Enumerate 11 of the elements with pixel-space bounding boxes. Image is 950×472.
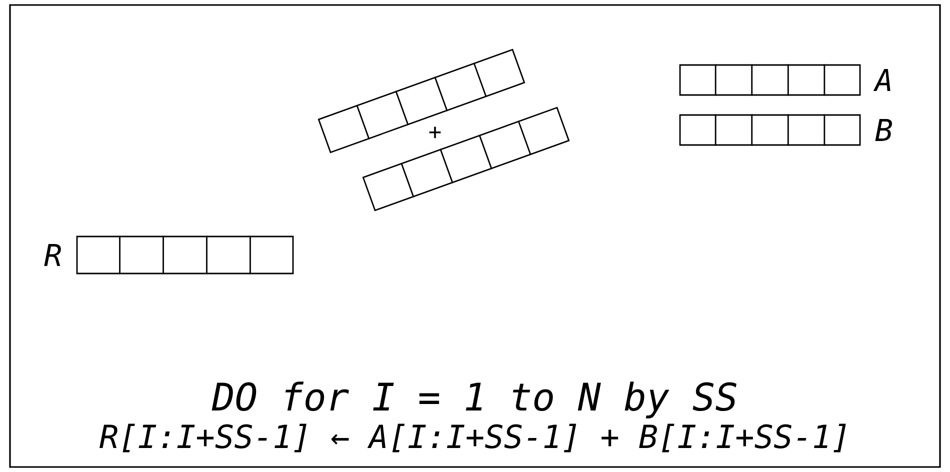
- plus-sign: +: [429, 126, 441, 138]
- array-drawing: [679, 114, 861, 146]
- array-label: R: [44, 244, 61, 266]
- array-label: B: [875, 119, 892, 141]
- array-drawing: [76, 236, 294, 274]
- assignment-statement: R[I:I+SS-1] ← A[I:I+SS-1] + B[I:I+SS-1]: [100, 424, 846, 452]
- array-drawing: [679, 64, 861, 96]
- array-drawing: [318, 48, 526, 154]
- loop-statement: DO for I = 1 to N by SS: [212, 382, 736, 418]
- array-label: A: [873, 69, 890, 91]
- array-drawing: [362, 106, 570, 212]
